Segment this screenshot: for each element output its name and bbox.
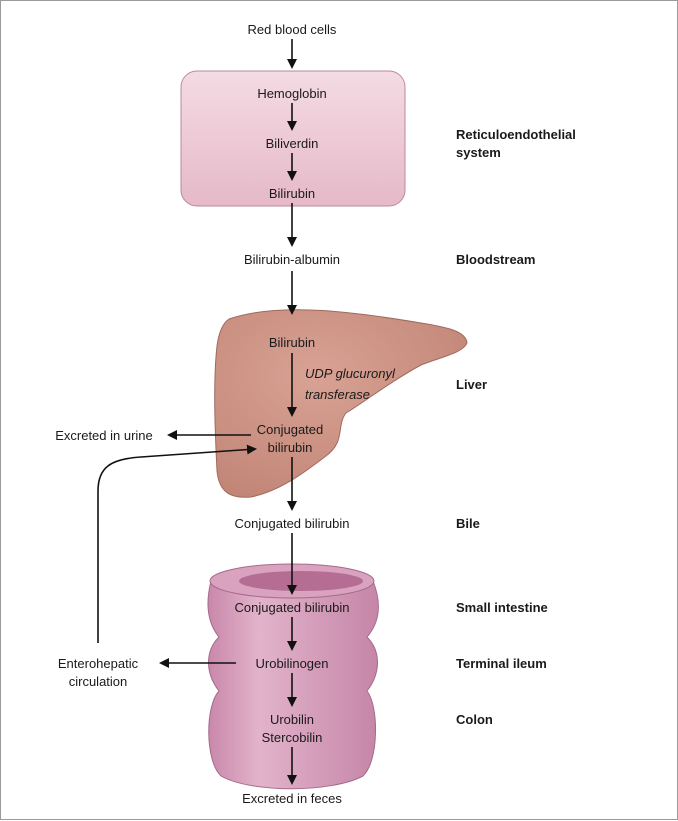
label-urobilin: Urobilin bbox=[270, 712, 314, 727]
label-intestine-conjugated: Conjugated bilirubin bbox=[235, 600, 350, 615]
label-hemoglobin: Hemoglobin bbox=[257, 86, 326, 101]
label-urobilinogen: Urobilinogen bbox=[256, 656, 329, 671]
label-circulation: circulation bbox=[69, 674, 128, 689]
liver-shape bbox=[214, 309, 468, 498]
location-small-intestine: Small intestine bbox=[456, 600, 548, 615]
flow-arrows bbox=[97, 39, 297, 785]
label-bile-conjugated: Conjugated bilirubin bbox=[235, 516, 350, 531]
label-excreted-feces: Excreted in feces bbox=[242, 791, 342, 806]
label-biliverdin: Biliverdin bbox=[266, 136, 319, 151]
label-enzyme-line1: UDP glucuronyl bbox=[305, 366, 396, 381]
label-bilirubin-albumin: Bilirubin-albumin bbox=[244, 252, 340, 267]
location-re-line1: Reticuloendothelial bbox=[456, 127, 576, 142]
location-bile: Bile bbox=[456, 516, 480, 531]
location-terminal-ileum: Terminal ileum bbox=[456, 656, 547, 671]
label-enzyme-line2: transferase bbox=[305, 387, 370, 402]
label-conjugated: Conjugated bbox=[257, 422, 324, 437]
label-bilirubin-liver: Bilirubin bbox=[269, 335, 315, 350]
location-liver: Liver bbox=[456, 377, 487, 392]
reticuloendothelial-box bbox=[180, 70, 406, 207]
label-red-blood-cells: Red blood cells bbox=[248, 22, 337, 37]
label-stercobilin: Stercobilin bbox=[262, 730, 323, 745]
label-enterohepatic: Enterohepatic bbox=[58, 656, 139, 671]
label-bilirubin-re: Bilirubin bbox=[269, 186, 315, 201]
location-colon: Colon bbox=[456, 712, 493, 727]
label-conjugated-bilirubin: bilirubin bbox=[268, 440, 313, 455]
label-excreted-urine: Excreted in urine bbox=[55, 428, 153, 443]
intestine-shape bbox=[207, 563, 379, 790]
location-re-line2: system bbox=[456, 145, 501, 160]
location-bloodstream: Bloodstream bbox=[456, 252, 535, 267]
